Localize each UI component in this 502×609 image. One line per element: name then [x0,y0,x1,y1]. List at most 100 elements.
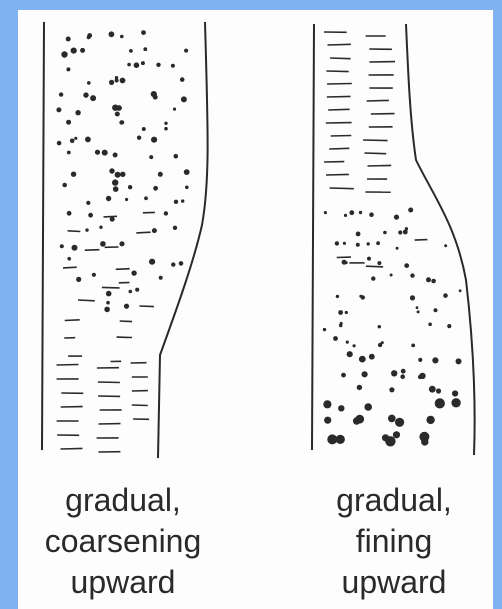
grain-dot [110,217,115,222]
mud-dash [328,109,349,110]
grain-dot [142,127,146,131]
grain-dot [419,432,429,442]
grain-dot [129,49,133,53]
grain-dot [67,151,71,155]
grain-dot [149,155,153,159]
mud-dash [136,232,150,233]
mud-dash [116,269,130,270]
grain-dot [335,241,339,245]
grain-dot [367,242,370,245]
grain-dot [66,37,71,42]
grain-dot [88,213,93,218]
grain-dot [135,288,139,292]
grain-dot [120,35,124,39]
grain-dot [141,30,146,35]
grain-dot [408,208,413,213]
grain-dot [383,231,387,235]
grain-dot [164,127,168,131]
mud-dash [329,148,349,149]
mud-dash [68,231,81,232]
grain-dot [127,63,131,67]
grain-dot [336,295,339,298]
left-boundary-line [312,24,314,450]
grain-dot [141,61,145,65]
grain-dot [338,310,343,315]
grain-dot [362,371,368,377]
mud-dash [104,216,118,217]
caption-line: gradual, [294,480,494,521]
grain-dot [179,261,184,266]
grain-dot [143,47,147,51]
grain-dot [400,374,405,379]
grain-dot [341,373,346,378]
mud-dash [65,320,80,321]
mud-dash [367,100,389,101]
grain-dot [451,398,460,407]
grain-dot [85,228,88,231]
grain-dot [394,215,399,220]
mud-dash [330,58,351,59]
grain-dot [120,78,126,84]
grain-dot [171,64,175,68]
grain-dot [70,139,75,144]
grain-dot [95,150,100,155]
grain-dot [401,369,406,374]
grain-dot [338,405,344,411]
grain-dot [125,198,128,201]
grain-dot [149,259,155,265]
grain-dot [67,211,72,216]
grain-dot [158,172,163,177]
grain-dot [403,230,408,235]
grain-dot [124,304,129,309]
grain-dot [367,257,371,261]
grain-dot [131,270,136,275]
grain-dot [444,244,447,247]
grain-dot [104,307,110,313]
grain-dot [428,323,432,327]
grain-dot [327,434,337,444]
mud-dash [327,96,351,97]
grain-dot [113,153,118,158]
grain-dot [83,92,88,97]
right-boundary-line [158,22,208,458]
grain-dot [156,63,160,67]
caption-fining-upward: gradual, fining upward [294,480,494,603]
grain-dot [398,230,402,234]
grain-dot [395,418,404,427]
grain-dot [80,48,85,53]
grain-dot [100,241,106,247]
grain-dot [431,279,436,284]
grain-dot [99,226,102,229]
grain-dot [361,295,365,299]
grain-dot [152,228,157,233]
grain-dot [333,336,338,341]
grain-dot [153,186,158,191]
grain-dot [164,122,167,125]
grain-dot [388,415,396,423]
grain-dot [389,387,394,392]
mud-dash [365,153,387,154]
grain-dot [137,136,141,140]
grain-dot [342,260,347,265]
grain-dot [378,325,381,328]
grain-dot [85,137,91,143]
grain-dot [391,370,397,376]
grain-dot [418,358,422,362]
grain-dot [369,354,375,360]
mud-dash [61,448,83,449]
figure-paper: gradual, coarsening upward gradual, fini… [18,10,493,609]
mud-dash [327,84,352,85]
grain-dot [340,322,343,325]
mud-dash [326,174,349,175]
grain-dot [119,120,123,124]
grain-dot [151,91,157,97]
grain-dot [66,120,71,125]
grain-dot [357,385,362,390]
grain-dot [173,226,177,230]
mud-dash [63,267,77,268]
grain-dot [411,344,415,348]
grain-dot [410,295,415,300]
caption-line: coarsening [23,521,223,562]
mud-dash [102,287,120,288]
grain-dot [356,232,361,237]
